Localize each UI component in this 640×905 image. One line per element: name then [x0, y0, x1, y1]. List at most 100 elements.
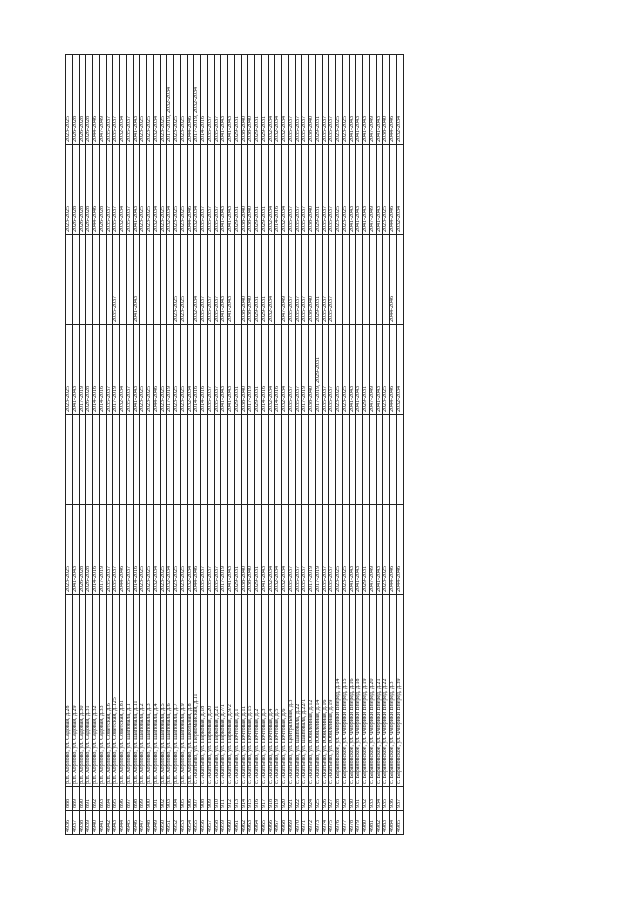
- period-cell-6: 2029-2031: [234, 54, 241, 145]
- row-number-cell: 4947: [139, 810, 147, 835]
- period-cell-1: 2023-2025: [146, 504, 154, 595]
- period-cell-5: 2029-2031: [254, 144, 262, 235]
- period-cell-4: 2029-2031: [254, 234, 262, 325]
- period-cell-5: 2035-2037: [126, 144, 133, 235]
- house-id-cell: 922: [295, 786, 302, 811]
- address-cell: с. Акатьево, ул. Шаповала, д.22: [295, 594, 302, 787]
- row-number-cell: 4952: [173, 810, 181, 835]
- period-cell-1: 2029-2031: [362, 504, 370, 595]
- period-cell-2: [295, 414, 302, 505]
- period-cell-2: [389, 414, 397, 505]
- period-cell-3: 2023-2025: [173, 324, 181, 415]
- row-number-cell: 4939: [85, 810, 93, 835]
- address-cell: с. Барановское, ул. Фабрики Вперед, д.18: [355, 594, 363, 787]
- period-cell-5: 2035-2037: [207, 144, 214, 235]
- period-cell-3: 2014-2016: [92, 324, 100, 415]
- period-cell-6: 2035-2037: [207, 54, 214, 145]
- period-cell-4: [160, 234, 167, 325]
- row-number-cell: 4941: [99, 810, 106, 835]
- period-cell-6: 2041-2043: [227, 54, 235, 145]
- period-cell-5: 2041-2043: [376, 144, 383, 235]
- period-cell-4: [376, 234, 383, 325]
- row-number-cell: 4948: [146, 810, 154, 835]
- address-cell: с. Барановское, ул. Фабрики Вперед, д.3: [389, 594, 397, 787]
- row-number-cell: 4982: [376, 810, 383, 835]
- house-id-cell: 915: [247, 786, 255, 811]
- period-cell-6: 2014-2016: [200, 54, 208, 145]
- house-id-cell: 895: [112, 786, 120, 811]
- period-cell-6: 2035-2037: [106, 54, 113, 145]
- period-cell-2: [335, 414, 343, 505]
- period-cell-6: 2041-2043: [220, 54, 228, 145]
- address-cell: с. Акатьево, ул. Парковая, д.20: [207, 594, 214, 787]
- period-cell-4: 2035-2037: [207, 234, 214, 325]
- period-cell-5: 2041-2043: [133, 144, 140, 235]
- period-cell-4: 2032-2034: [193, 234, 201, 325]
- period-cell-4: [166, 234, 174, 325]
- period-cell-2: [227, 414, 235, 505]
- period-cell-2: [153, 414, 160, 505]
- row-number-cell: 4940: [92, 810, 100, 835]
- period-cell-3: 2023-2025: [180, 324, 187, 415]
- period-cell-6: 2032-2034: [153, 54, 160, 145]
- house-id-cell: 896: [119, 786, 127, 811]
- period-cell-1: 2023-2025: [139, 504, 147, 595]
- period-cell-1: 2035-2037: [112, 504, 120, 595]
- period-cell-5: 2023-2025: [65, 144, 73, 235]
- row-number-cell: 4967: [274, 810, 282, 835]
- period-cell-3: 2044-2046: [153, 324, 160, 415]
- period-cell-6: 2041-2043: [362, 54, 370, 145]
- period-cell-1: 2032-2034: [153, 504, 160, 595]
- period-cell-2: [396, 414, 403, 505]
- period-cell-1: 2032-2034: [166, 504, 174, 595]
- period-cell-3: 2035-2037: [106, 324, 113, 415]
- address-cell: р.п. Хорлово, ул. Советская, д.81: [119, 594, 127, 787]
- period-cell-6: 2038-2040: [247, 54, 255, 145]
- period-cell-3: 2032-2034: [187, 324, 194, 415]
- period-cell-1: 2017-2019: [308, 504, 316, 595]
- period-cell-6: 2026-2028: [79, 54, 86, 145]
- period-cell-2: [112, 414, 120, 505]
- period-cell-6: 2023-2025: [146, 54, 154, 145]
- period-cell-1: 2041-2043: [72, 504, 79, 595]
- address-cell: с. Акатьево, ул. Парковая, д.21: [214, 594, 221, 787]
- period-cell-5: 2014-2016: [274, 144, 282, 235]
- period-cell-2: [342, 414, 349, 505]
- period-cell-5: 2035-2037: [322, 144, 329, 235]
- period-cell-6: 2047-2049: [99, 54, 106, 145]
- period-cell-4: 2041-2043: [133, 234, 140, 325]
- address-cell: с. Барановское, ул. Фабрики Вперед, д.39: [396, 594, 403, 787]
- address-cell: с. Акатьево, ул. Центральная, д.3: [288, 594, 295, 787]
- period-cell-1: 2035-2037: [322, 504, 329, 595]
- period-cell-3: 2014-2016: [99, 324, 106, 415]
- address-cell: с. Барановское, ул. Фабрики Вперед, д.14: [335, 594, 343, 787]
- period-cell-2: [180, 414, 187, 505]
- period-cell-5: 2041-2043: [362, 144, 370, 235]
- period-cell-6: 2035-2037: [322, 54, 329, 145]
- row-number-cell: 4968: [281, 810, 289, 835]
- period-cell-2: [241, 414, 248, 505]
- period-cell-1: 2047-2049: [369, 504, 376, 595]
- period-cell-4: 2023-2025: [173, 234, 181, 325]
- row-number-cell: 4942: [106, 810, 113, 835]
- period-cell-5: 2041-2043: [355, 144, 363, 235]
- house-id-cell: 912: [227, 786, 235, 811]
- row-number-cell: 4969: [288, 810, 295, 835]
- period-cell-6: 2032-2034: [274, 54, 282, 145]
- period-cell-4: 2029-2031: [315, 234, 322, 325]
- period-cell-2: [247, 414, 255, 505]
- address-cell: р.п. Хорлово, ул. Шаповала, д.5: [160, 594, 167, 787]
- address-cell: с. Акатьево, ул. Юбилейная, д.14: [315, 594, 322, 787]
- period-cell-2: [234, 414, 241, 505]
- period-cell-4: [99, 234, 106, 325]
- address-cell: р.п. Хорлово, ул. Шаповала, д.3: [146, 594, 154, 787]
- period-cell-5: 2032-2034: [153, 144, 160, 235]
- period-cell-1: 2041-2043: [376, 504, 383, 595]
- period-cell-2: [79, 414, 86, 505]
